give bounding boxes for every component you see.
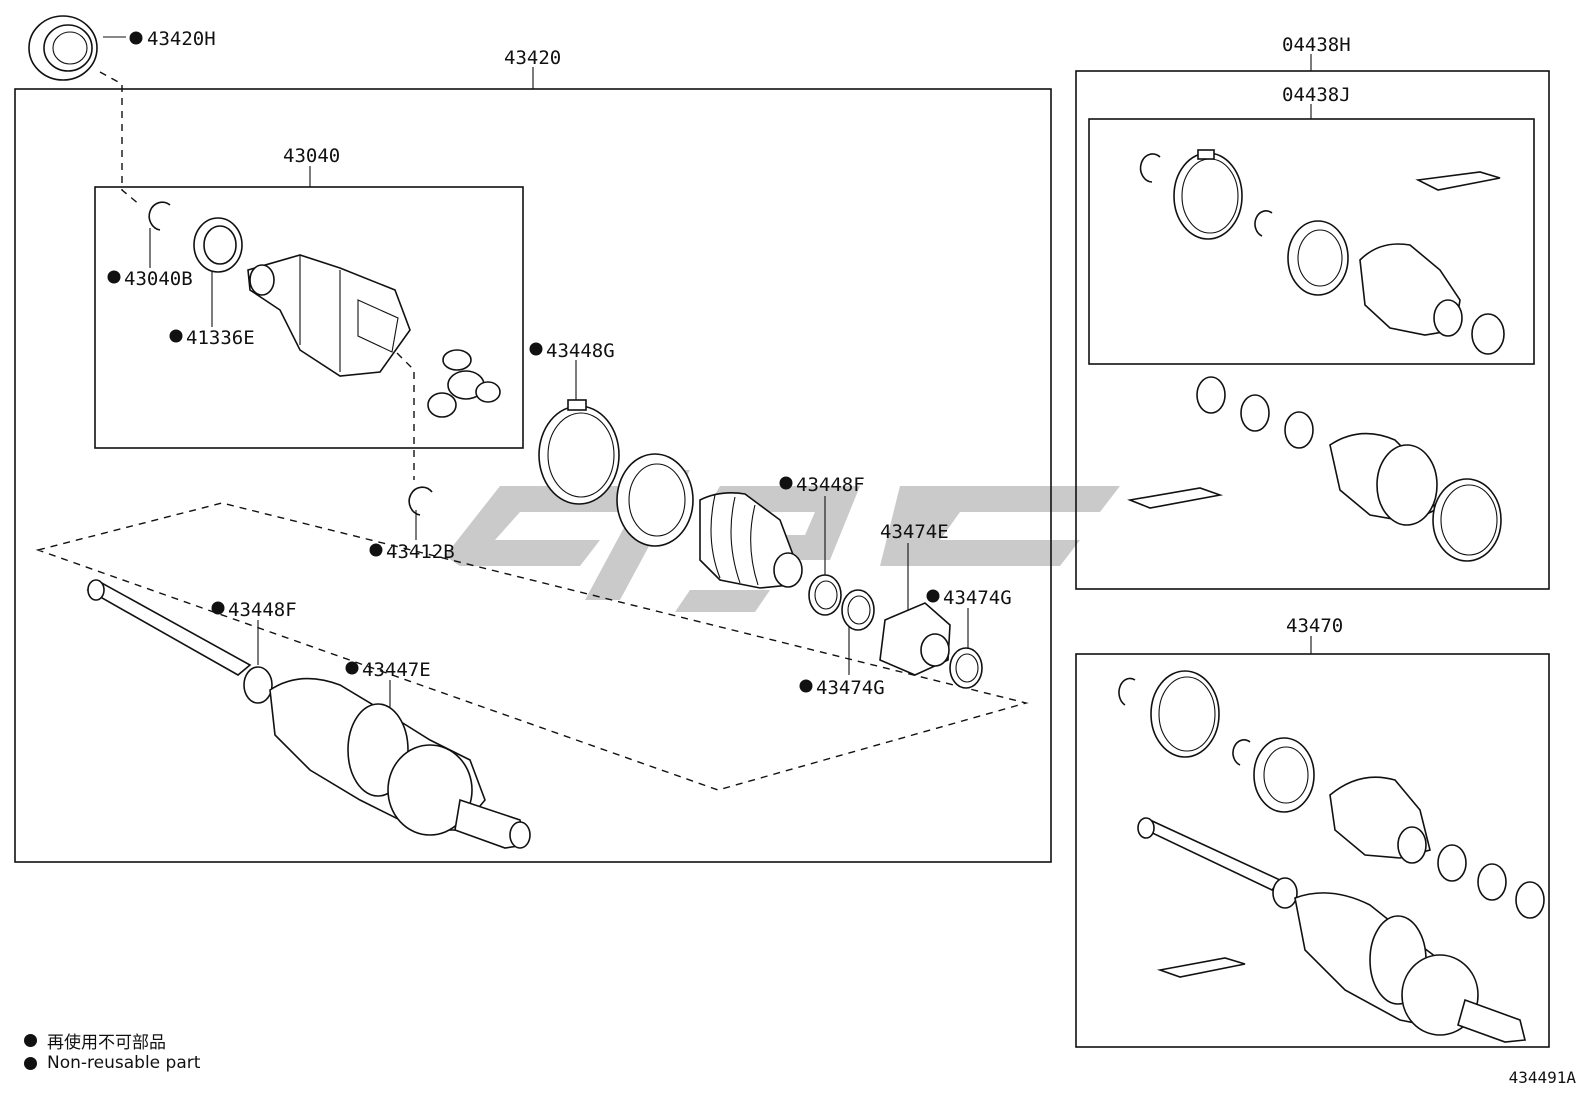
callout-43448G: 43448G xyxy=(546,340,615,362)
callout-43040B: 43040B xyxy=(124,268,193,290)
tripod-joint xyxy=(427,349,501,418)
non-reusable-markers xyxy=(107,31,940,693)
dust-seal-41336E xyxy=(193,217,243,273)
callout-43448F-a: 43448F xyxy=(796,474,865,496)
kit-04438H-parts xyxy=(1127,376,1502,562)
callout-04438H: 04438H xyxy=(1282,34,1351,56)
legend-row-english: Non-reusable part xyxy=(24,1053,200,1073)
box-43420 xyxy=(14,88,1052,863)
callout-43474E: 43474E xyxy=(880,521,949,543)
legend-row-japanese: 再使用不可部品 xyxy=(24,1028,166,1053)
callout-43474G-b: 43474G xyxy=(816,677,885,699)
oil-seal-43420H xyxy=(28,15,98,81)
callout-43412B: 43412B xyxy=(386,541,455,563)
inboard-boot-assembly xyxy=(616,453,803,589)
callout-43420H: 43420H xyxy=(147,28,216,50)
callout-43040: 43040 xyxy=(283,145,340,167)
box-43040 xyxy=(94,186,524,449)
dash-link-oil-seal xyxy=(99,71,141,206)
inboard-joint-housing xyxy=(247,254,411,377)
drive-shaft-assembly xyxy=(86,579,531,849)
figure-code: 434491A xyxy=(1508,1068,1576,1087)
callout-43420: 43420 xyxy=(504,47,561,69)
boot-43474E xyxy=(879,602,951,676)
boot-clamp-43448F-a xyxy=(808,574,842,616)
boot-clamp-43474G-a xyxy=(841,589,875,631)
callout-43447E: 43447E xyxy=(362,659,431,681)
box-43470 xyxy=(1075,653,1550,1048)
snap-ring-43040B xyxy=(148,201,171,231)
callout-43448F-b: 43448F xyxy=(228,599,297,621)
boot-clamp-43448G xyxy=(538,399,620,505)
dash-link-snap-ring xyxy=(396,352,415,480)
box-04438H xyxy=(1075,70,1550,590)
legend-dot-icon xyxy=(24,1056,37,1070)
callout-43470: 43470 xyxy=(1286,615,1343,637)
legend-text-japanese: 再使用不可部品 xyxy=(47,1033,166,1053)
dashed-kit-outline xyxy=(35,502,1029,791)
legend-dot-icon xyxy=(24,1034,37,1047)
callout-04438J: 04438J xyxy=(1282,84,1351,106)
callout-43474G-a: 43474G xyxy=(943,587,1012,609)
boot-clamp-43474G-b xyxy=(949,647,983,689)
kit-04438J-parts xyxy=(1139,149,1505,355)
assembly-43470-parts xyxy=(1118,670,1545,1043)
callout-41336E: 41336E xyxy=(186,327,255,349)
legend-text-english: Non-reusable part xyxy=(47,1053,201,1073)
snap-ring-43412B xyxy=(408,486,433,516)
